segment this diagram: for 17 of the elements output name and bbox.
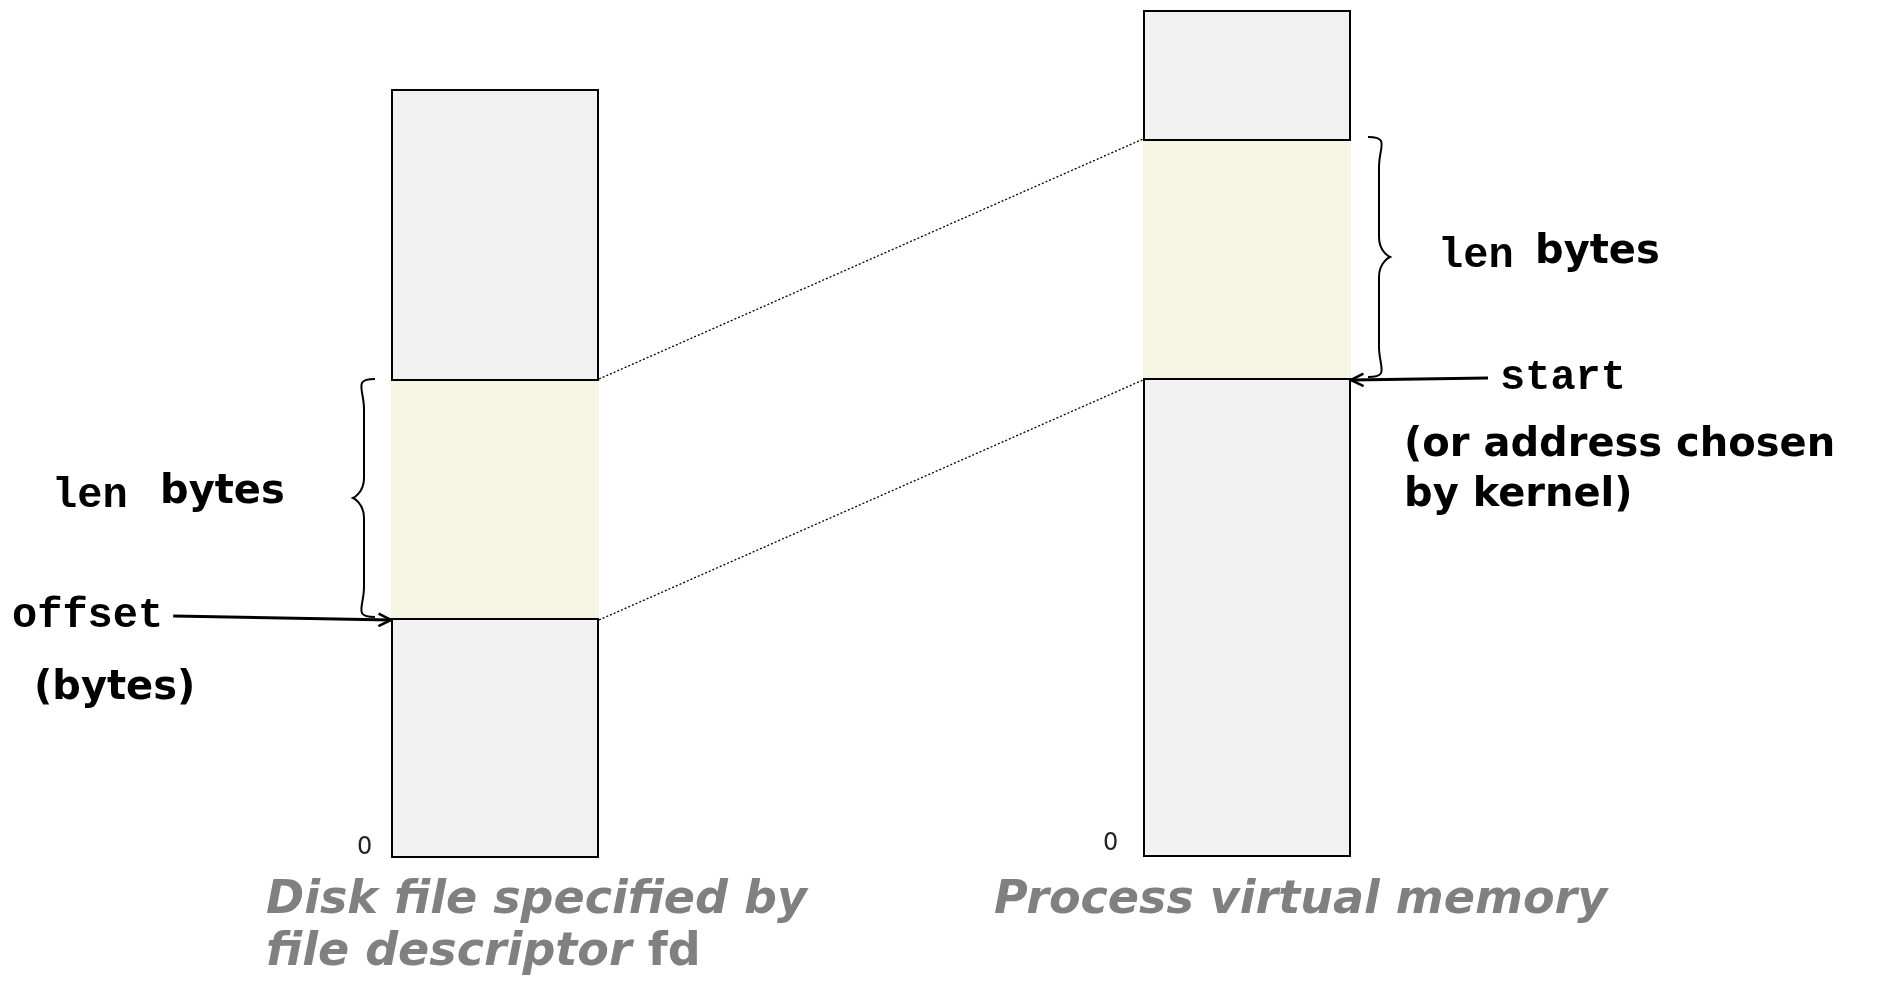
memory-column: [391, 89, 599, 858]
column-label: Process virtual memory: [994, 872, 1610, 924]
pointer-note: (bytes): [34, 661, 197, 710]
mapped-region: [1143, 139, 1351, 380]
size-label: bytes: [160, 466, 285, 512]
memory-column: [1143, 10, 1351, 857]
column-label: Disk file specified by file descriptor fd: [266, 872, 810, 976]
size-label: len: [52, 472, 128, 520]
axis-origin: 0: [1103, 828, 1119, 856]
size-label: bytes: [1535, 226, 1660, 272]
size-label: len: [1438, 232, 1514, 280]
axis-origin: 0: [357, 832, 373, 860]
arrow: [173, 612, 393, 628]
mapped-region: [391, 379, 599, 620]
pointer-note: (or address chosen by kernel): [1404, 418, 1837, 517]
pointer-label: offset: [12, 592, 164, 640]
pointer-label: start: [1500, 354, 1627, 402]
